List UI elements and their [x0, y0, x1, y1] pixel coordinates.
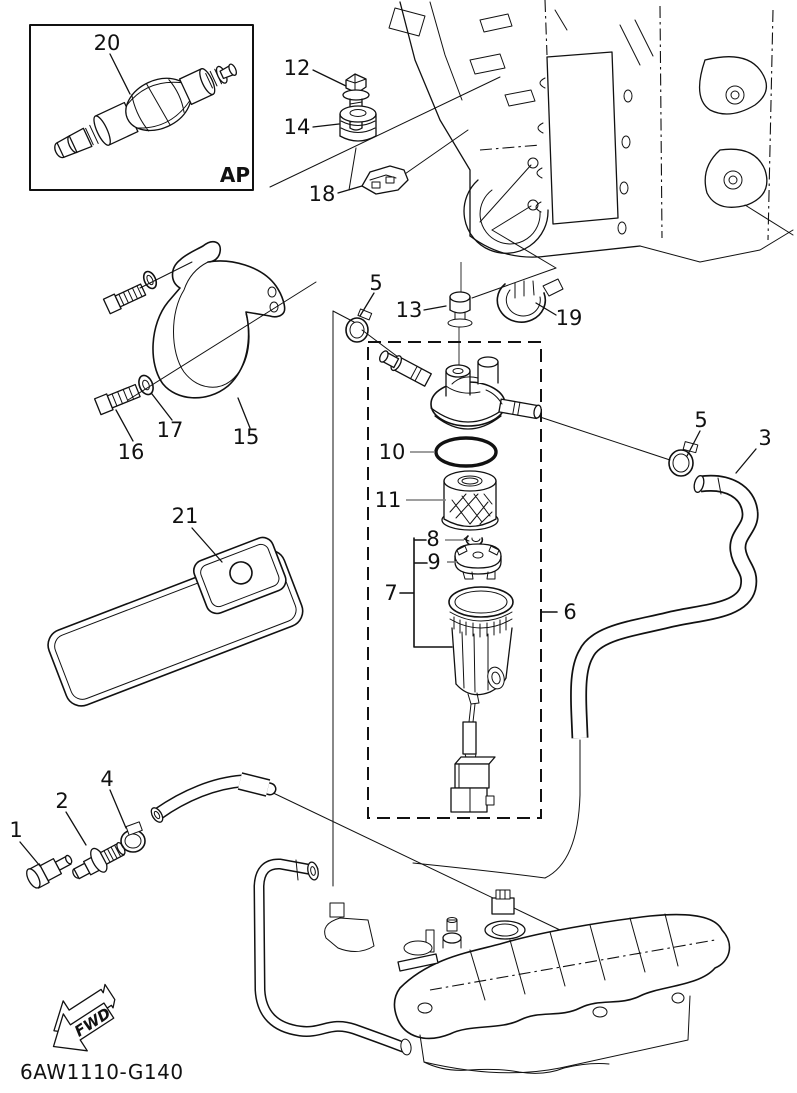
- callout-14: 14: [283, 115, 311, 139]
- callout-12: 12: [283, 56, 311, 80]
- callout-18: 18: [308, 182, 336, 206]
- fuel-hose-left: [150, 772, 277, 823]
- callout-1: 1: [9, 818, 23, 842]
- callout-7-bracket: [399, 537, 453, 648]
- part-20-primer-bulb: [54, 63, 237, 159]
- part-17-washer-bottom: [127, 281, 317, 401]
- part-21-band: [47, 536, 304, 707]
- filter-head: [379, 350, 542, 430]
- engine-block-art: [388, 0, 794, 263]
- drawing-code: 6AW1110-G140: [20, 1060, 184, 1084]
- callout-6: 6: [563, 600, 577, 624]
- callout-9: 9: [427, 550, 441, 574]
- leader-lines: [19, 53, 757, 867]
- callout-20: 20: [93, 31, 121, 55]
- part-16-bolt-bottom: [93, 383, 141, 416]
- inset-view-label: AP: [219, 163, 251, 187]
- callout-11: 11: [374, 488, 402, 512]
- fwd-arrow: FWD: [52, 983, 116, 1052]
- fuel-hose-lower: [253, 858, 409, 1053]
- callout-19: 19: [555, 306, 583, 330]
- manifold-art: [324, 889, 731, 1074]
- part-15-bracket: [152, 240, 286, 399]
- part-18-clip: [361, 165, 409, 195]
- callout-3: 3: [758, 426, 772, 450]
- part-5-clamp-left: [345, 308, 373, 343]
- callout-4: 4: [100, 767, 114, 791]
- filter-assembly-box: [367, 341, 542, 819]
- callout-15: 15: [232, 425, 260, 449]
- part-1-plug: [26, 854, 73, 889]
- part-14-grommet: [339, 105, 377, 142]
- part-16-bolt-top: [102, 283, 147, 315]
- part-4-clamp: [120, 821, 146, 853]
- part-10-oring: [434, 436, 498, 468]
- callout-17: 17: [156, 418, 184, 442]
- part-2-joint: [72, 842, 126, 880]
- part-9-float: [454, 543, 502, 580]
- callout-10: 10: [378, 440, 406, 464]
- part-3-hose: [412, 474, 759, 879]
- callout-16: 16: [117, 440, 145, 464]
- part-11-filter-element: [441, 470, 499, 531]
- callout-2: 2: [55, 789, 69, 813]
- callout-5-right: 5: [694, 408, 708, 432]
- part-19-clamp: [496, 278, 564, 323]
- callout-8: 8: [426, 527, 440, 551]
- callout-21: 21: [171, 504, 199, 528]
- part-7-filter-cup: [448, 586, 514, 813]
- callout-5-left: 5: [369, 271, 383, 295]
- callout-13: 13: [395, 298, 423, 322]
- inset-box: [29, 24, 254, 191]
- callout-7: 7: [384, 581, 398, 605]
- part-5-clamp-right: [668, 441, 699, 477]
- part-17-washer-top: [139, 261, 193, 290]
